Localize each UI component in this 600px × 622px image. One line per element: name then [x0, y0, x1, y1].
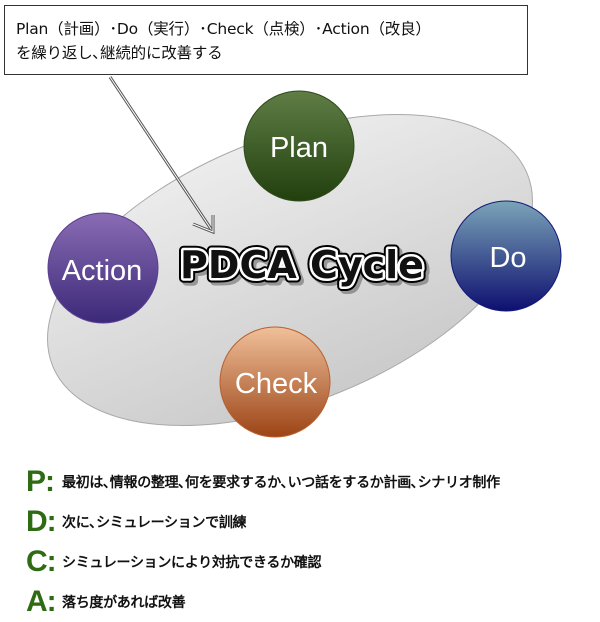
- legend-key: C:: [26, 545, 57, 578]
- legend-item-action: A: 落ち度があれば改善: [26, 582, 500, 622]
- stage-label: Check: [235, 368, 318, 400]
- legend: P: 最初は､情報の整理､何を要求するか､いつ話をするか計画､シナリオ制作 D:…: [26, 462, 500, 622]
- legend-text: シミュレーションにより対抗できるか確認: [62, 555, 322, 571]
- legend-text: 最初は､情報の整理､何を要求するか､いつ話をするか計画､シナリオ制作: [62, 475, 500, 491]
- legend-item-do: D: 次に､シミュレーションで訓練: [26, 502, 500, 542]
- legend-item-plan: P: 最初は､情報の整理､何を要求するか､いつ話をするか計画､シナリオ制作: [26, 462, 500, 502]
- diagram-title: PDCA Cycle PDCA Cycle PDCA Cycle PDCA Cy…: [176, 239, 432, 295]
- callout-line-1: Plan（計画）･Do（実行）･Check（点検）･Action（改良）: [16, 20, 431, 38]
- svg-text:PDCA Cycle: PDCA Cycle: [180, 243, 424, 287]
- callout-arrow-icon: [108, 76, 215, 235]
- legend-text: 落ち度があれば改善: [62, 595, 186, 611]
- stage-check: Check: [219, 326, 331, 438]
- stage-do: Do: [450, 200, 562, 312]
- callout-line-2: を繰り返し､継続的に改善する: [16, 44, 223, 62]
- stage-action: Action: [47, 212, 159, 324]
- stage-label: Plan: [270, 132, 328, 164]
- svg-text:PDCA Cycle: PDCA Cycle: [180, 243, 424, 287]
- stage-label: Do: [489, 242, 526, 274]
- callout-box: Plan（計画）･Do（実行）･Check（点検）･Action（改良） を繰り…: [4, 5, 528, 75]
- cycle-ellipse: [47, 114, 533, 426]
- legend-key: P:: [26, 465, 55, 498]
- svg-text:PDCA Cycle: PDCA Cycle: [183, 246, 427, 290]
- legend-item-check: C: シミュレーションにより対抗できるか確認: [26, 542, 500, 582]
- stage-label: Action: [62, 255, 143, 287]
- legend-key: D:: [26, 505, 57, 538]
- legend-text: 次に､シミュレーションで訓練: [62, 515, 247, 531]
- stage-plan: Plan: [243, 90, 355, 202]
- svg-text:PDCA Cycle: PDCA Cycle: [180, 243, 424, 287]
- legend-key: A:: [26, 585, 57, 618]
